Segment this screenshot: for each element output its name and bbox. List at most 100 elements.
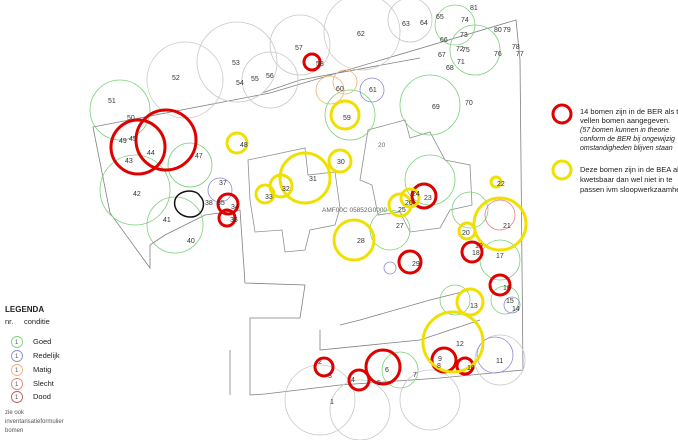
note-red-line1: 14 bomen zijn in de BER als te (580, 107, 678, 116)
tree-number-3: 3 (328, 373, 332, 380)
tree-number-56: 56 (266, 73, 274, 80)
tree-number-41: 41 (163, 217, 171, 224)
tree-number-68: 68 (446, 65, 454, 72)
tree-number-36: 36 (230, 217, 238, 224)
note-red-marker (551, 103, 573, 125)
tree-number-80: 80 (494, 27, 502, 34)
tree-number-24: 24 (412, 191, 420, 198)
felled-trees-note: 14 bomen zijn in de BER als te vellen bo… (551, 103, 678, 152)
parcel-label: AMF00C 05852G0000 (322, 207, 387, 214)
legend-footnote-2: inventarisatieformulier (5, 419, 64, 425)
tree-number-51: 51 (108, 98, 116, 105)
tree-number-69: 69 (432, 104, 440, 111)
tree-number-38: 38 (205, 200, 213, 207)
tree-number-62: 62 (357, 31, 365, 38)
note-red-line4: conform de BER bij ongewijzig (580, 136, 675, 143)
legend-swatch-moderate (11, 364, 23, 376)
tree-number-61: 61 (369, 87, 377, 94)
tree-number-12: 12 (456, 341, 464, 348)
tree-number-1: 1 (330, 399, 334, 406)
vulnerable-trees-note: Deze bomen zijn in de BEA als kwetsbaar … (551, 159, 678, 194)
legend-col-condition: conditie (24, 317, 50, 326)
tree-number-22: 22 (497, 181, 505, 188)
tree-number-53: 53 (232, 60, 240, 67)
tree-number-29: 29 (412, 261, 420, 268)
tree-number-26: 26 (405, 200, 413, 207)
good-canopies (89, 4, 521, 389)
note-yellow-line2: kwetsbaar dan wel niet in te (580, 175, 673, 184)
site-boundary (92, 19, 524, 396)
building-label: 20 (378, 142, 386, 149)
note-yellow-marker (551, 159, 573, 181)
legend-nr-dead: 1 (15, 395, 19, 401)
note-yellow-line1: Deze bomen zijn in de BEA als (580, 165, 678, 174)
legend-swatch-dead (11, 391, 23, 403)
tree-number-28: 28 (357, 238, 365, 245)
tree-number-11: 11 (496, 358, 503, 365)
legend-label-fair: Redelijk (33, 351, 60, 360)
legend-label-good: Goed (33, 337, 51, 346)
tree-number-25: 25 (398, 207, 406, 214)
tree-number-31: 31 (309, 176, 317, 183)
tree-number-23: 23 (424, 195, 432, 202)
note-yellow-line3: passen ivm sloopwerkzaamhe (580, 185, 678, 194)
tree-number-52: 52 (172, 75, 180, 82)
legend-footnote-3: bomen (5, 428, 23, 434)
tree-number-32: 32 (282, 186, 290, 193)
tree-number-67: 67 (438, 52, 446, 59)
tree-number-15: 15 (506, 298, 514, 305)
tree-number-33: 33 (265, 194, 273, 201)
tree-number-64: 64 (420, 20, 428, 27)
note-red-line2: vellen bomen aangegeven. (580, 116, 670, 125)
legend-label-bad: Slecht (33, 379, 55, 388)
legend-swatch-bad (11, 378, 23, 390)
tree-number-72: 72 (456, 46, 464, 53)
other-condition-canopies (207, 69, 521, 374)
tree-number-49: 49 (119, 138, 127, 145)
tree-number-57: 57 (295, 45, 303, 52)
tree-number-4: 4 (351, 377, 355, 384)
note-red-line3: (57 bomen kunnen in theorie (580, 127, 669, 134)
tree-number-45: 45 (129, 136, 137, 143)
tree-number-43: 43 (125, 158, 133, 165)
tree-number-44: 44 (147, 150, 155, 157)
tree-number-73: 73 (460, 32, 468, 39)
tree-number-8: 8 (437, 363, 441, 370)
note-red-line5: omstandigheden blijven staan (580, 145, 673, 152)
legend-title: LEGENDA (5, 305, 44, 314)
tree-number-58: 58 (316, 61, 324, 68)
tree-number-59: 59 (343, 115, 351, 122)
tree-number-71: 71 (457, 59, 465, 66)
vulnerable-tree-canopies (225, 99, 528, 374)
tree-number-70: 70 (465, 100, 473, 107)
tree-number-18: 18 (472, 250, 480, 257)
legend-col-nr: nr. (5, 317, 13, 326)
tree-number-19: 19 (475, 243, 483, 250)
legend-nr-moderate: 1 (15, 368, 19, 374)
legend-nr-good: 1 (15, 340, 19, 346)
tree-number-63: 63 (402, 21, 410, 28)
tree-number-42: 42 (133, 191, 141, 198)
buildings (247, 119, 473, 253)
tree-number-2: 2 (318, 359, 322, 366)
tree-number-48: 48 (240, 142, 248, 149)
tree-number-66: 66 (440, 37, 448, 44)
tree-number-54: 54 (236, 80, 244, 87)
tree-number-79: 79 (503, 27, 511, 34)
legend-swatch-fair (11, 350, 23, 362)
tree-number-35: 35 (217, 200, 225, 207)
tree-number-13: 13 (470, 303, 478, 310)
tree-number-47: 47 (195, 153, 203, 160)
existing-canopies (146, 0, 526, 440)
tree-number-6: 6 (385, 367, 389, 374)
tree-number-65: 65 (436, 14, 444, 21)
tree-number-30: 30 (337, 159, 345, 166)
tree-number-37: 37 (219, 180, 227, 187)
tree-number-77: 77 (516, 51, 524, 58)
tree-number-27: 27 (396, 223, 404, 230)
tree-number-40: 40 (187, 238, 195, 245)
legend-label-moderate: Matig (33, 365, 51, 374)
tree-number-74: 74 (461, 17, 469, 24)
